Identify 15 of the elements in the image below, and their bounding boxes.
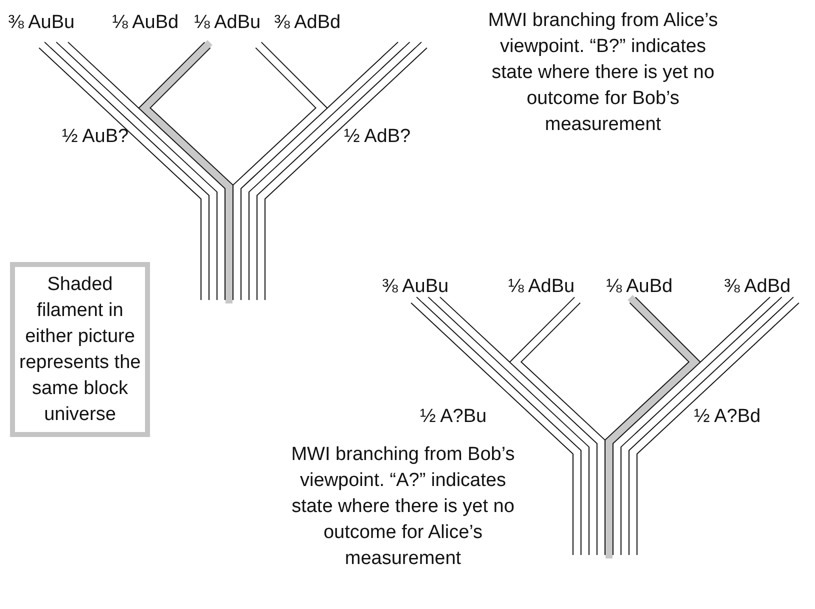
branch-label: ½ A?Bu (420, 406, 487, 428)
branch-label: ⅜ AuBu (382, 276, 449, 298)
branch-label: ⅛ AuBd (112, 12, 179, 34)
branch-label: ⅜ AdBd (724, 276, 791, 298)
branch-label: ⅛ AdBu (194, 12, 261, 34)
branch-label: ½ AdB? (344, 126, 411, 148)
caption-text: MWI branching from Bob’s viewpoint. “A?” indicates state where there is yet no outcome for Alice’s measurement (290, 443, 516, 571)
caption-text: MWI branching from Alice’s viewpoint. “B?” indicates state where there is yet no outcome for Bob’s measurement (487, 9, 719, 137)
branch-label: ⅛ AuBd (606, 276, 673, 298)
branch-label: ½ AuB? (62, 126, 129, 148)
branch-label: ½ A?Bd (694, 406, 761, 428)
branch-label: ⅜ AdBd (274, 12, 341, 34)
branch-label: ⅛ AdBu (508, 276, 575, 298)
note-box: Shaded filament in either picture represents the same block universe (10, 262, 150, 437)
branch-label: ⅜ AuBu (8, 12, 75, 34)
